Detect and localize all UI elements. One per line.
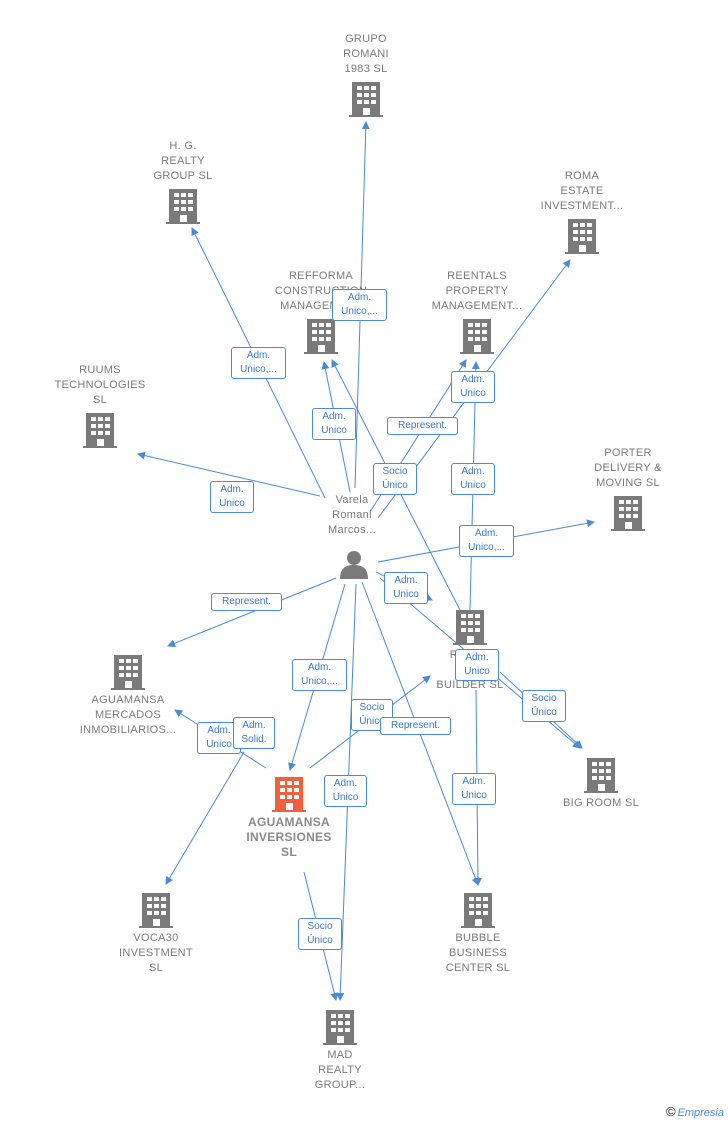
building-icon [139, 893, 173, 928]
company-label: H. G. REALTY GROUP SL [153, 140, 213, 182]
edge-line [165, 751, 245, 885]
company-roma-estate[interactable]: ROMA ESTATE INVESTMENT... [527, 169, 637, 254]
edge-line [137, 451, 321, 497]
company-label: RUUMS TECHNOLOGIES SL [54, 364, 146, 406]
edge-label: Adm. Unico [452, 773, 496, 805]
edge-label: Represent. [387, 417, 458, 435]
building-icon [349, 82, 383, 117]
empresia-credit[interactable]: ©Empresia [666, 1104, 724, 1119]
company-aguamansa-inversiones[interactable]: AGUAMANSA INVERSIONES SL [234, 776, 344, 860]
edge-label: Adm. Unico [455, 649, 499, 681]
building-icon [111, 655, 145, 690]
company-label: AGUAMANSA INVERSIONES SL [246, 815, 332, 859]
building-icon [453, 610, 487, 645]
edge-label: Adm. Unico [384, 572, 428, 604]
edge-label: Adm. Unico,... [459, 525, 514, 557]
edge-label: Adm. Unico,... [231, 347, 286, 379]
building-icon [584, 758, 618, 793]
edge-label: Socio Único [298, 918, 342, 950]
company-mad-realty[interactable]: MAD REALTY GROUP... [285, 1009, 395, 1093]
edge-label: Represent. [211, 593, 282, 611]
building-icon [323, 1010, 357, 1045]
company-bubble[interactable]: BUBBLE BUSINESS CENTER SL [423, 892, 533, 976]
edge-label: Socio Único [373, 463, 417, 495]
building-icon [461, 893, 495, 928]
edge-label: Adm. Unico,... [292, 659, 347, 691]
company-ruums[interactable]: RUUMS TECHNOLOGIES SL [45, 363, 155, 448]
brand-name: Empresia [677, 1107, 724, 1119]
edge-label: Adm. Unico [451, 371, 495, 403]
person-varela-romani[interactable]: Varela Romani Marcos... [297, 493, 407, 538]
company-label: GRUPO ROMANI 1983 SL [343, 33, 389, 75]
company-label: VOCA30 INVESTMENT SL [119, 932, 193, 974]
edge-label: Socio Único [522, 690, 566, 722]
company-aguamansa-mercados[interactable]: AGUAMANSA MERCADOS INMOBILIARIOS... [73, 654, 183, 738]
edge-label: Adm. Unico [324, 775, 367, 807]
edge-label: Adm. Unico [210, 481, 254, 513]
company-porter[interactable]: PORTER DELIVERY & MOVING SL [573, 446, 683, 531]
building-icon [83, 413, 117, 448]
company-big-room[interactable]: BIG ROOM SL [546, 757, 656, 811]
company-label: ROMA ESTATE INVESTMENT... [540, 170, 624, 212]
edge-line [167, 577, 337, 648]
copyright-icon: © [665, 1104, 676, 1119]
edge-label: Adm. Unico [312, 408, 356, 440]
building-icon [166, 189, 200, 224]
building-icon [460, 319, 494, 354]
edge-label: Adm. Unico,... [332, 289, 387, 321]
company-label: BUBBLE BUSINESS CENTER SL [445, 932, 511, 974]
company-grupo-romani[interactable]: GRUPO ROMANI 1983 SL [311, 32, 421, 117]
building-icon [565, 219, 599, 254]
person-name: Varela Romani Marcos... [328, 494, 376, 536]
edge-label: Adm. Solid. [233, 717, 275, 749]
company-label: MAD REALTY GROUP... [314, 1049, 366, 1091]
company-hg-realty[interactable]: H. G. REALTY GROUP SL [128, 139, 238, 224]
company-reentals[interactable]: REENTALS PROPERTY MANAGEMENT... [422, 269, 532, 354]
company-label: REENTALS PROPERTY MANAGEMENT... [431, 270, 523, 312]
company-label: AGUAMANSA MERCADOS INMOBILIARIOS... [79, 694, 177, 736]
edge-label: Represent. [380, 717, 451, 735]
edge-label: Adm. Unico [451, 463, 495, 495]
company-label: PORTER DELIVERY & MOVING SL [594, 447, 662, 489]
building-icon [304, 319, 338, 354]
person-icon [340, 551, 368, 579]
company-voca30[interactable]: VOCA30 INVESTMENT SL [101, 892, 211, 976]
building-icon [272, 777, 306, 812]
building-icon [611, 496, 645, 531]
company-label: BIG ROOM SL [562, 797, 640, 809]
